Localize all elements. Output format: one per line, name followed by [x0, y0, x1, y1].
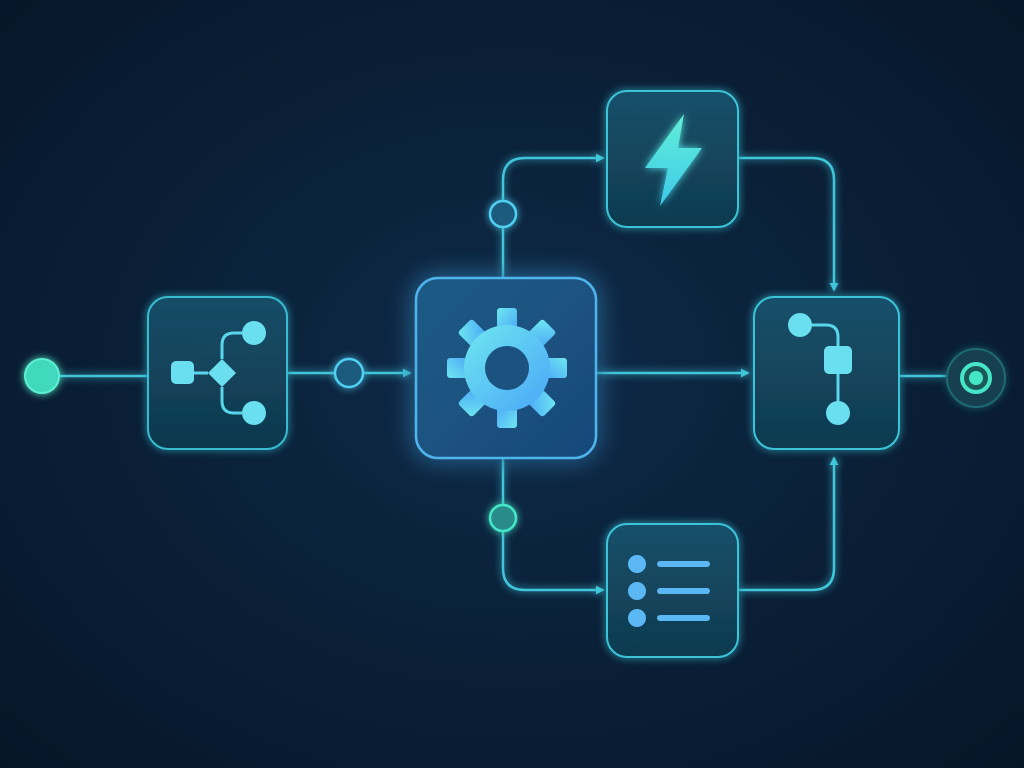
start-node[interactable] — [24, 358, 60, 394]
branch-node[interactable] — [147, 296, 288, 450]
gear-icon — [447, 308, 567, 428]
core-node[interactable] — [414, 276, 598, 460]
trigger-node[interactable] — [606, 90, 739, 228]
end-target-icon — [946, 348, 1006, 408]
branching-flow-icon — [171, 321, 266, 425]
connector-trigger-to-merge — [738, 156, 839, 292]
connector-core-to-trigger — [501, 153, 605, 278]
connector-core-to-list — [501, 458, 605, 595]
junction-dot-branch-core — [333, 357, 365, 389]
junction-dot-core-list — [488, 503, 518, 533]
list-node[interactable] — [606, 523, 739, 658]
list-icon — [628, 555, 710, 627]
start-dot-icon — [24, 358, 60, 394]
connector-list-to-merge — [738, 456, 839, 592]
merge-node[interactable] — [753, 296, 900, 450]
connector-junctions — [333, 199, 518, 533]
sequence-flow-icon — [788, 313, 852, 425]
connectors — [42, 153, 950, 595]
junction-dot-core-trigger — [488, 199, 518, 229]
lightning-bolt-icon — [645, 114, 702, 206]
end-node[interactable] — [946, 348, 1006, 408]
